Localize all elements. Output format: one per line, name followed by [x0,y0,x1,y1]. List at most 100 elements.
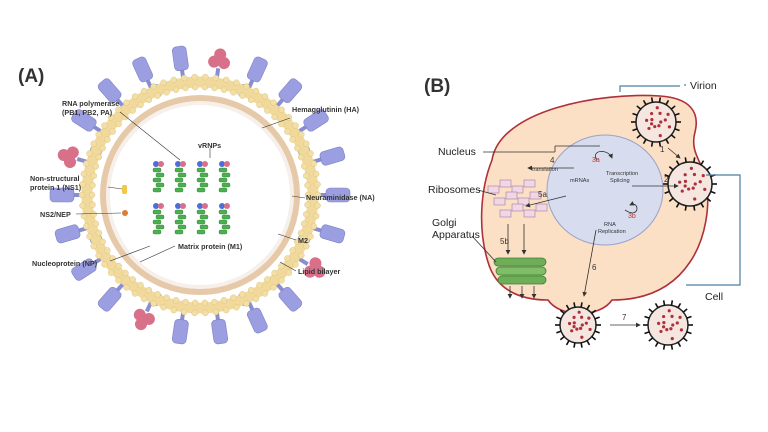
lipid-head [89,182,96,189]
virion-spike [556,330,562,334]
virion-spike [682,337,688,342]
step-4: 4 [550,156,555,165]
nucleoprotein [174,209,184,215]
polymerase [180,203,186,209]
virion-rnp [670,337,674,341]
label-replication: Replication [598,229,626,235]
lipid-head [104,136,111,143]
virion-spike [580,342,583,348]
label-m2: M2 [298,236,308,245]
virion-rnp [572,321,576,325]
virion-rnp [584,321,588,325]
lipid-head [261,290,269,297]
lipid-head [230,294,237,301]
vrnp [152,203,165,235]
nucleoprotein [152,209,162,215]
lipid-head [140,295,148,303]
ribosome [505,191,518,200]
lipid-head [223,76,230,84]
lipid-head [264,276,271,283]
polymerase [202,203,208,209]
lipid-head [145,286,153,294]
virion-rnp [580,335,584,339]
lipid-head [80,170,88,178]
virion-spike [664,190,670,194]
nucleoprotein [218,229,228,235]
virion-spike [677,302,682,309]
virion-spike [565,304,570,310]
step-2: 2 [664,175,669,184]
lipid-head [284,255,291,262]
lipid-head [202,309,209,317]
lipid-head [294,144,301,152]
lipid-head [80,212,88,220]
virion-spike [654,341,659,348]
lipid-head [92,163,100,170]
lipid-head [107,114,115,121]
step-3a: 3a [592,157,600,164]
lipid-head [243,83,250,90]
lipid-head [145,96,153,104]
virion-structure: RNA polymerase (PB1, PB2, PA) Hemaggluti… [30,45,375,345]
ribosome [499,179,512,188]
virion-rnp [650,111,654,116]
lipid-head [256,101,263,109]
lipid-head [191,309,198,317]
nucleoprotein [177,182,187,188]
nucleoprotein [174,177,184,183]
polymerase [158,161,164,167]
lipid-head [90,172,97,179]
virion-spike [668,197,674,202]
virion-rnp [698,180,702,184]
lipid-head [310,160,317,167]
virion-spike [706,166,712,171]
lipid-head [201,299,209,307]
lipid-head [115,262,122,270]
nucleoprotein [221,214,231,220]
virion-rnp [703,187,707,191]
virion-rnp [579,326,583,331]
lipid-head [107,269,115,276]
lipid-head [99,144,106,152]
virion-rnp [687,187,691,191]
virion-rnp [658,111,662,115]
virion-spike [650,97,654,103]
nucleoprotein [152,187,162,193]
virion-rnp [666,112,670,116]
lipid-head [83,160,90,167]
lipid-head [92,220,100,227]
lipid-head [160,304,167,311]
polymerase [175,203,181,209]
polymerase [180,161,186,167]
lipid-head [123,284,130,291]
nucleoprotein [196,187,206,193]
vrnp [218,203,231,235]
virion-spike [710,190,716,194]
lipid-head [284,128,291,135]
virion-spike [586,340,591,346]
virion-spike [594,316,600,320]
virion-rnp [647,126,651,131]
lipid-head [115,277,122,284]
polymerase [224,203,230,209]
vrnp [196,161,209,193]
virion-rnp [655,106,659,110]
ribosome [493,197,506,206]
virion-rnp [665,327,669,332]
polymerase [219,203,225,209]
lipid-head [239,291,246,298]
ns2-nep-protein [122,210,128,216]
virion-rnp [572,325,576,329]
lipid-head [289,247,296,254]
step-1: 1 [660,145,665,154]
lipid-head [223,306,230,314]
label-hemagglutinin: Hemagglutinin (HA) [292,105,360,114]
virion-rnp [650,118,654,122]
lipid-head [115,120,122,128]
virion-rnp [692,172,697,177]
polymerase [219,161,225,167]
label-neuraminidase: Neuraminidase (NA) [306,193,375,202]
virion-rnp [567,321,572,326]
virion-rnp [653,124,657,129]
nucleoprotein [218,167,228,173]
